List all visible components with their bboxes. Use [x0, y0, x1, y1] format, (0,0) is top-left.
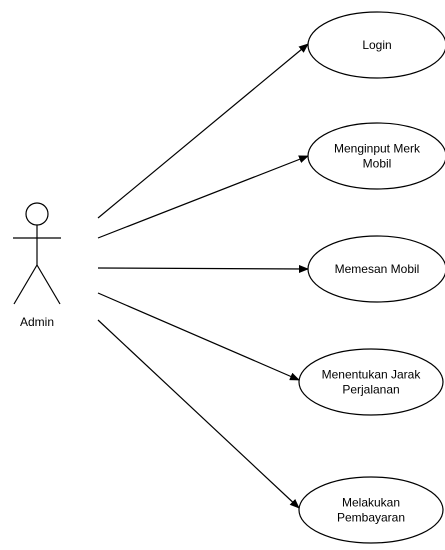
use-case-ellipse: [307, 122, 445, 190]
association-arrow: [97, 155, 309, 239]
use-case-label: Memesan Mobil: [335, 262, 420, 276]
association-arrow: [97, 264, 309, 273]
actor-left-leg: [13, 264, 38, 305]
actor-right-leg: [36, 264, 61, 305]
use-case-ellipse: [298, 476, 444, 544]
use-case-ellipse: [298, 348, 444, 416]
actor-label: Admin: [20, 315, 54, 329]
use-case-ellipse: [307, 235, 445, 303]
use-case-label: Pembayaran: [337, 511, 405, 525]
use-case: Memesan Mobil: [307, 235, 445, 303]
association-arrow: [97, 43, 309, 219]
use-case-label: Perjalanan: [342, 383, 399, 397]
association-arrow: [97, 292, 300, 381]
use-case-label: Login: [362, 38, 391, 52]
actor-head: [25, 202, 49, 226]
associations: [97, 43, 309, 509]
association-arrow: [97, 319, 300, 509]
use-case-label: Melakukan: [342, 496, 400, 510]
use-case-label: Mobil: [363, 157, 392, 171]
use-case-label: Menginput Merk: [334, 142, 421, 156]
use-case-label: Menentukan Jarak: [322, 368, 422, 382]
use-case-ellipse: [307, 11, 445, 79]
actor-admin: Admin: [13, 202, 61, 329]
use-case: Login: [307, 11, 445, 79]
